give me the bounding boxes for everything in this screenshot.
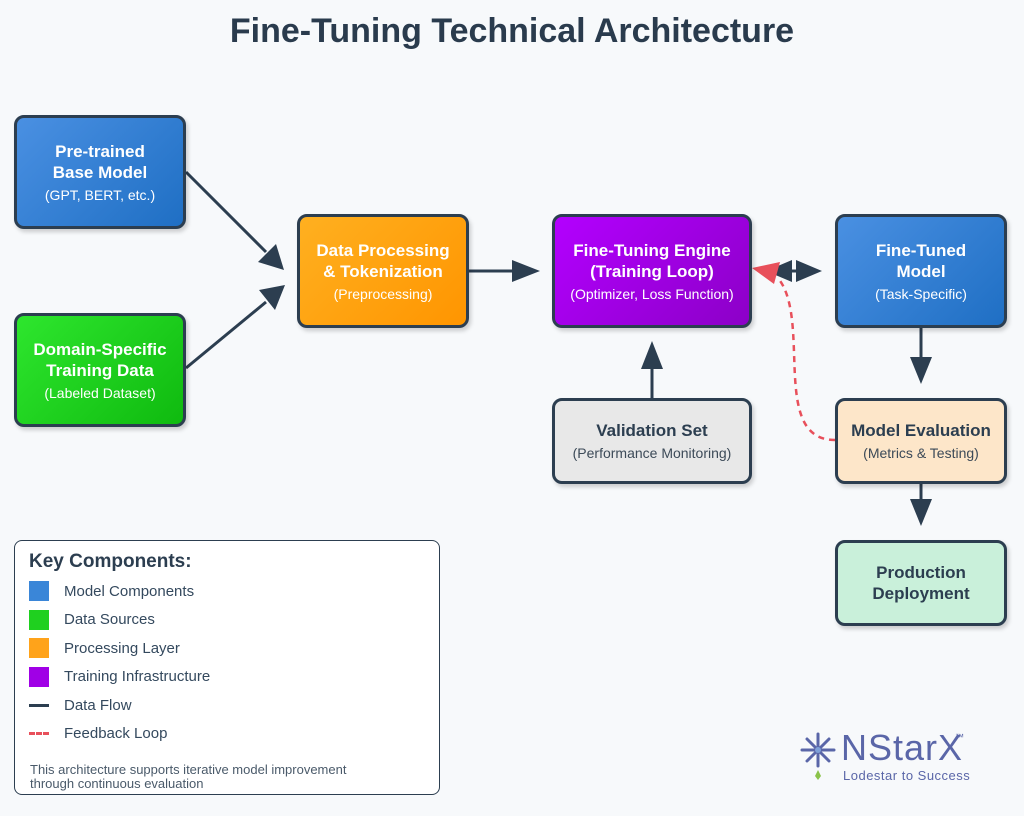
- node-evaluation-title: Model Evaluation: [851, 421, 991, 440]
- legend-title: Key Components:: [29, 551, 192, 572]
- node-evaluation-subtitle: (Metrics & Testing): [863, 445, 979, 461]
- node-data-processing-subtitle: (Preprocessing): [333, 285, 433, 302]
- arrowhead-finetuned-to-engine: [766, 260, 792, 282]
- node-data-processing: Data Processing & Tokenization (Preproce…: [297, 214, 469, 328]
- arrowhead-evaluation-to-deployment: [910, 499, 932, 526]
- node-validation-subtitle: (Performance Monitoring): [572, 445, 732, 461]
- legend-swatch-dashed-line: [29, 732, 49, 736]
- legend-item-training-infrastructure: Training Infrastructure: [29, 663, 425, 692]
- node-engine-title: Fine-Tuning Engine (Training Loop): [573, 240, 731, 281]
- node-fine-tuned-model: Fine-Tuned Model (Task-Specific): [835, 214, 1007, 328]
- legend-label: Model Components: [64, 582, 195, 600]
- arrowhead-engine-to-finetuned: [796, 260, 822, 282]
- legend-swatch-blue: [29, 581, 49, 602]
- arrowhead-base-to-processing: [258, 244, 284, 270]
- legend-label: Data Sources: [64, 611, 155, 629]
- node-training-data: Domain-Specific Training Data (Labeled D…: [14, 313, 186, 427]
- legend-item-processing-layer: Processing Layer: [29, 634, 425, 663]
- legend-label: Training Infrastructure: [64, 668, 211, 686]
- legend-label: Data Flow: [64, 696, 132, 714]
- legend-item-data-sources: Data Sources: [29, 606, 425, 635]
- node-engine-subtitle: (Optimizer, Loss Function): [570, 285, 734, 302]
- legend-item-feedback-loop: Feedback Loop: [29, 720, 425, 749]
- legend: Key Components: Model Components Data So…: [14, 540, 440, 795]
- legend-label: Processing Layer: [64, 639, 180, 657]
- node-validation-title: Validation Set: [596, 421, 708, 440]
- node-fine-tuned-title: Fine-Tuned Model: [875, 240, 967, 281]
- node-base-model-subtitle: (GPT, BERT, etc.): [44, 186, 156, 203]
- node-base-model-title: Pre-trained Base Model: [52, 141, 148, 182]
- star-icon: [800, 732, 836, 780]
- legend-swatch-purple: [29, 666, 49, 687]
- logo-trademark: ™: [955, 732, 964, 742]
- edge-evaluation-feedback: [777, 277, 836, 442]
- node-base-model: Pre-trained Base Model (GPT, BERT, etc.): [14, 115, 186, 229]
- node-training-data-subtitle: (Labeled Dataset): [44, 384, 156, 401]
- node-deployment-title: Production Deployment: [872, 563, 970, 603]
- node-data-processing-title: Data Processing & Tokenization: [316, 240, 450, 281]
- node-model-evaluation: Model Evaluation (Metrics & Testing): [835, 398, 1007, 484]
- node-validation-set: Validation Set (Performance Monitoring): [552, 398, 752, 484]
- nstarx-logo: NStarX ™ Lodestar to Success: [798, 728, 998, 788]
- logo-tagline: Lodestar to Success: [843, 768, 971, 783]
- legend-label: Feedback Loop: [64, 725, 168, 743]
- edge-data-to-processing: [185, 300, 267, 370]
- node-fine-tuned-subtitle: (Task-Specific): [875, 285, 967, 302]
- node-production-deployment: Production Deployment: [835, 540, 1007, 626]
- edge-base-to-processing: [184, 170, 268, 254]
- legend-item-model-components: Model Components: [29, 577, 425, 606]
- legend-item-data-flow: Data Flow: [29, 691, 425, 720]
- legend-swatch-solid-line: [29, 703, 49, 707]
- legend-swatch-orange: [29, 638, 49, 659]
- logo-name: NStarX: [841, 727, 964, 768]
- node-training-data-title: Domain-Specific Training Data: [33, 339, 167, 380]
- legend-note: This architecture supports iterative mod…: [30, 762, 347, 791]
- arrowhead-evaluation-feedback: [752, 262, 780, 284]
- page-title: Fine-Tuning Technical Architecture: [229, 12, 795, 50]
- arrowhead-data-to-processing: [259, 285, 285, 310]
- arrowhead-finetuned-to-evaluation: [910, 357, 932, 384]
- legend-swatch-green: [29, 609, 49, 630]
- arrowhead-validation-to-engine: [641, 341, 663, 369]
- arrowhead-processing-to-engine: [512, 260, 540, 282]
- node-fine-tuning-engine: Fine-Tuning Engine (Training Loop) (Opti…: [552, 214, 752, 328]
